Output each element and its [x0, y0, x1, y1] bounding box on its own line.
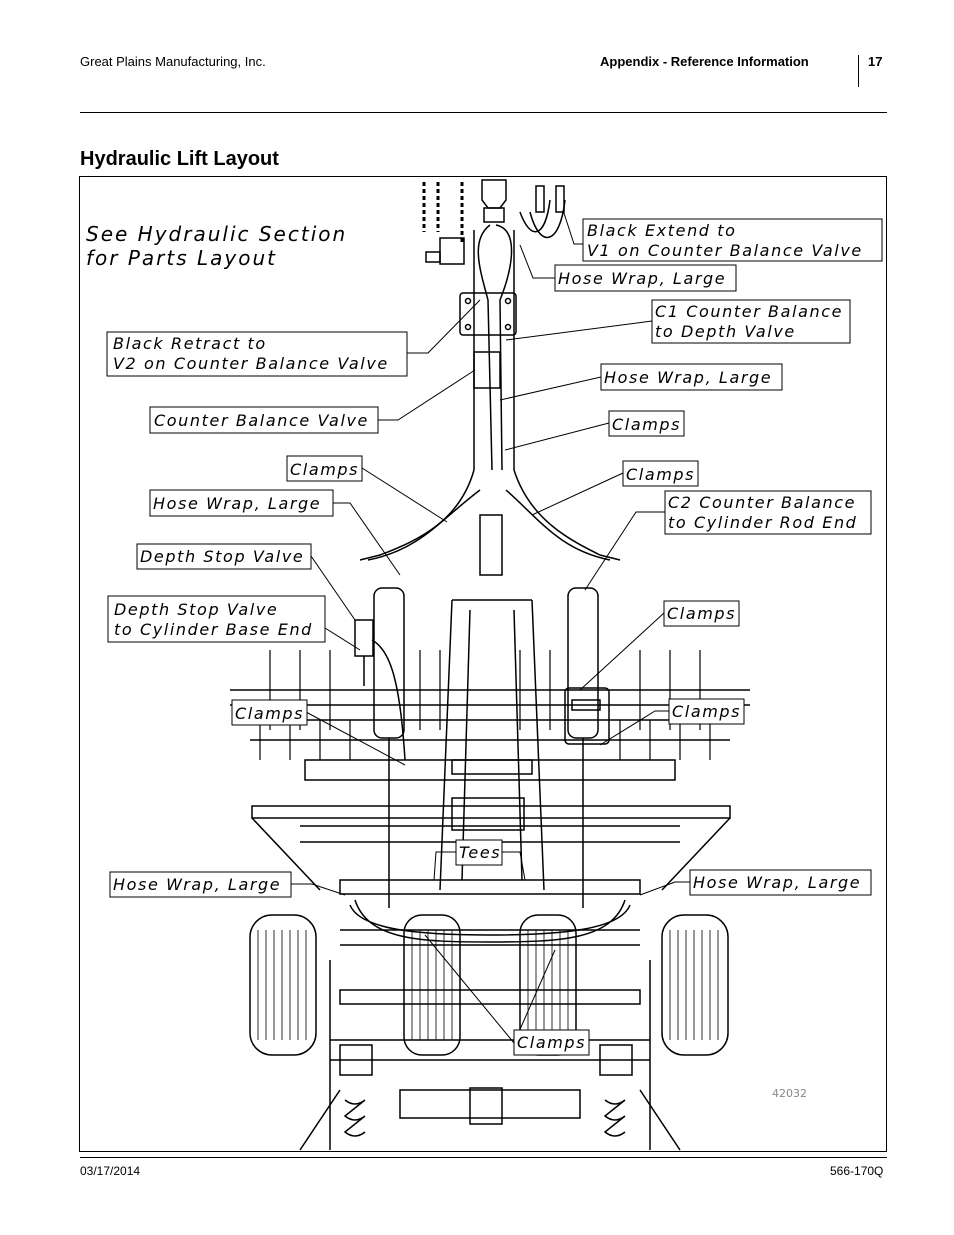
label-clamps-6: Clamps: [672, 702, 741, 721]
label-hose-wrap-lower-left: Hose Wrap, Large: [113, 875, 281, 894]
footer-rule: [80, 1157, 887, 1158]
note-line-1: See Hydraulic Section: [86, 222, 347, 246]
label-black-retract-1: Black Retract to: [113, 334, 267, 353]
note-line-2: for Parts Layout: [86, 246, 277, 270]
label-clamps-4: Clamps: [667, 604, 736, 623]
label-clamps-1: Clamps: [612, 415, 681, 434]
company-name: Great Plains Manufacturing, Inc.: [80, 54, 266, 69]
label-counter-balance-valve: Counter Balance Valve: [154, 411, 369, 430]
label-clamps-7: Clamps: [517, 1033, 586, 1052]
label-hose-wrap-mid: Hose Wrap, Large: [604, 368, 772, 387]
header-divider: [858, 55, 859, 87]
label-tees: Tees: [459, 843, 501, 862]
label-black-retract-2: V2 on Counter Balance Valve: [113, 354, 389, 373]
label-clamps-5: Clamps: [235, 704, 304, 723]
page-number: 17: [868, 54, 883, 69]
label-c2-2: to Cylinder Rod End: [668, 513, 857, 532]
label-dsv-base-1: Depth Stop Valve: [114, 600, 278, 619]
section-title: Appendix - Reference Information: [600, 54, 809, 69]
label-hose-wrap-top: Hose Wrap, Large: [558, 269, 726, 288]
label-black-extend-2: V1 on Counter Balance Valve: [587, 241, 863, 260]
label-clamps-2: Clamps: [290, 460, 359, 479]
label-c1-2: to Depth Valve: [655, 322, 796, 341]
label-depth-stop-valve: Depth Stop Valve: [140, 547, 304, 566]
label-c1-1: C1 Counter Balance: [655, 302, 843, 321]
header-rule: [80, 112, 887, 113]
label-hose-wrap-lower-right: Hose Wrap, Large: [693, 873, 861, 892]
machine-drawing: [230, 179, 750, 1151]
footer-doc-number: 566-170Q: [830, 1164, 884, 1178]
label-clamps-3: Clamps: [626, 465, 695, 484]
label-hose-wrap-left-upper: Hose Wrap, Large: [153, 494, 321, 513]
label-boxes: [106, 218, 883, 1056]
diagram-frame: See Hydraulic Section for Parts Layout B…: [79, 176, 887, 1152]
label-dsv-base-2: to Cylinder Base End: [114, 620, 313, 639]
footer-date: 03/17/2014: [80, 1164, 141, 1178]
page-title: Hydraulic Lift Layout: [80, 148, 279, 170]
leader-lines: [291, 209, 690, 1044]
hydraulic-diagram: See Hydraulic Section for Parts Layout B…: [86, 179, 883, 1151]
figure-id: 42032: [772, 1087, 807, 1100]
label-c2-1: C2 Counter Balance: [668, 493, 856, 512]
label-black-extend-1: Black Extend to: [587, 221, 737, 240]
